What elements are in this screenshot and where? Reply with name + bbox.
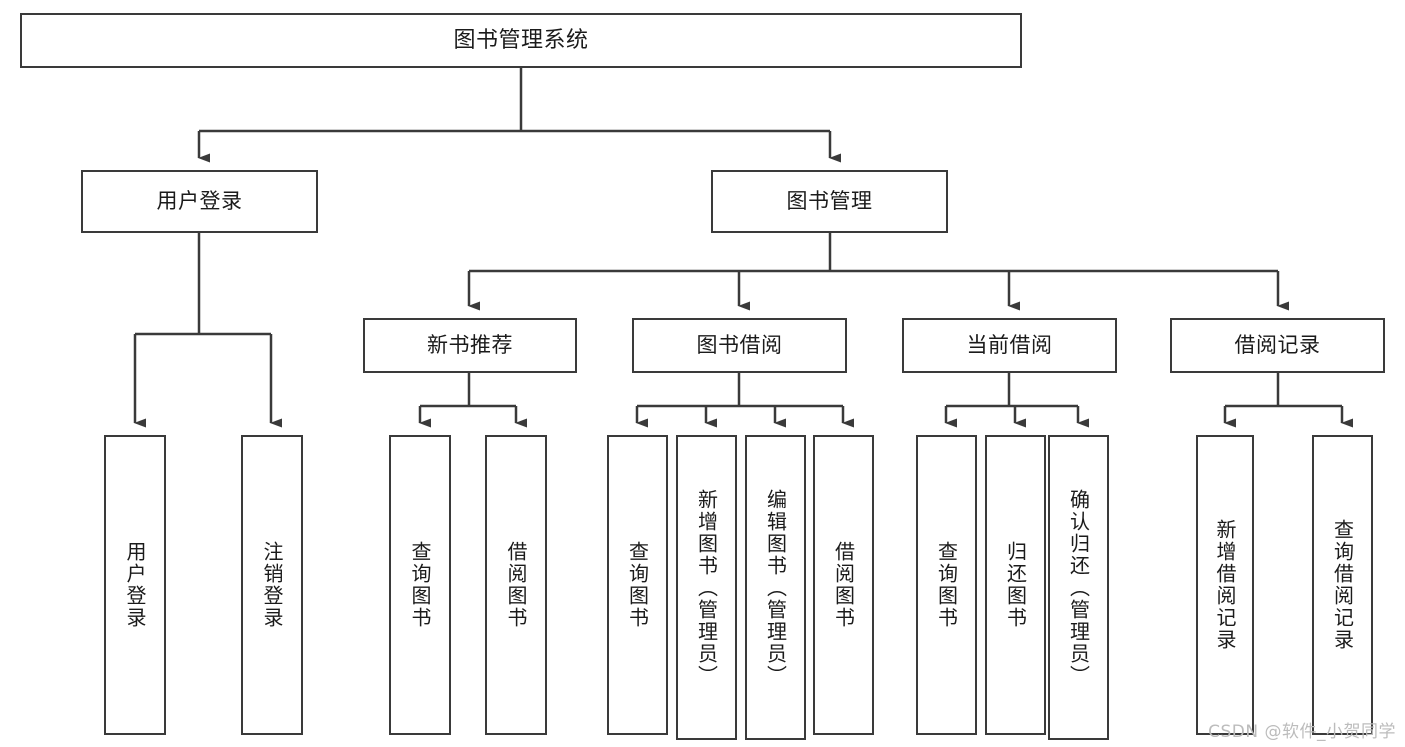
leaf-borrow-add-book-admin[interactable]: 新增图书（管理员） bbox=[676, 435, 737, 740]
node-label: 新增借阅记录 bbox=[1213, 519, 1237, 651]
node-label: 图书借阅 bbox=[696, 333, 783, 358]
node-label: 借阅图书 bbox=[504, 541, 528, 629]
node-user-login[interactable]: 用户登录 bbox=[81, 170, 318, 233]
leaf-borrow-query-books[interactable]: 查询图书 bbox=[607, 435, 668, 735]
node-label: 注销登录 bbox=[260, 541, 284, 629]
node-label: 查询图书 bbox=[408, 541, 432, 629]
leaf-new-book-query-books[interactable]: 查询图书 bbox=[389, 435, 451, 735]
node-label: 当前借阅 bbox=[966, 333, 1053, 358]
leaf-user-login-login[interactable]: 用户登录 bbox=[104, 435, 166, 735]
leaf-new-book-borrow-books[interactable]: 借阅图书 bbox=[485, 435, 547, 735]
node-current-borrowing[interactable]: 当前借阅 bbox=[902, 318, 1117, 373]
node-label: 新增图书（管理员） bbox=[694, 488, 719, 687]
leaf-record-query-borrow-record[interactable]: 查询借阅记录 bbox=[1312, 435, 1373, 735]
leaf-borrow-borrow-books[interactable]: 借阅图书 bbox=[813, 435, 874, 735]
node-label: 图书管理系统 bbox=[453, 27, 589, 53]
node-label: 归还图书 bbox=[1003, 541, 1028, 629]
node-new-book-recommendation[interactable]: 新书推荐 bbox=[363, 318, 577, 373]
node-label: 确认归还（管理员） bbox=[1066, 488, 1091, 687]
node-book-management[interactable]: 图书管理 bbox=[711, 170, 948, 233]
node-label: 借阅记录 bbox=[1234, 333, 1321, 358]
node-label: 借阅图书 bbox=[831, 541, 856, 629]
leaf-current-confirm-return-admin[interactable]: 确认归还（管理员） bbox=[1048, 435, 1109, 740]
node-root-book-management-system[interactable]: 图书管理系统 bbox=[20, 13, 1022, 68]
node-label: 查询图书 bbox=[625, 541, 650, 629]
node-borrowing-record[interactable]: 借阅记录 bbox=[1170, 318, 1385, 373]
node-label: 用户登录 bbox=[156, 189, 243, 214]
node-label: 新书推荐 bbox=[427, 333, 513, 358]
node-label: 查询图书 bbox=[934, 541, 959, 629]
node-book-borrowing[interactable]: 图书借阅 bbox=[632, 318, 847, 373]
leaf-current-return-books[interactable]: 归还图书 bbox=[985, 435, 1046, 735]
leaf-user-login-logout[interactable]: 注销登录 bbox=[241, 435, 303, 735]
node-label: 查询借阅记录 bbox=[1330, 519, 1355, 651]
leaf-current-query-books[interactable]: 查询图书 bbox=[916, 435, 977, 735]
node-label: 编辑图书（管理员） bbox=[763, 488, 788, 687]
node-label: 图书管理 bbox=[786, 189, 873, 214]
leaf-record-add-borrow-record[interactable]: 新增借阅记录 bbox=[1196, 435, 1254, 735]
leaf-borrow-edit-book-admin[interactable]: 编辑图书（管理员） bbox=[745, 435, 806, 740]
node-label: 用户登录 bbox=[123, 541, 147, 629]
